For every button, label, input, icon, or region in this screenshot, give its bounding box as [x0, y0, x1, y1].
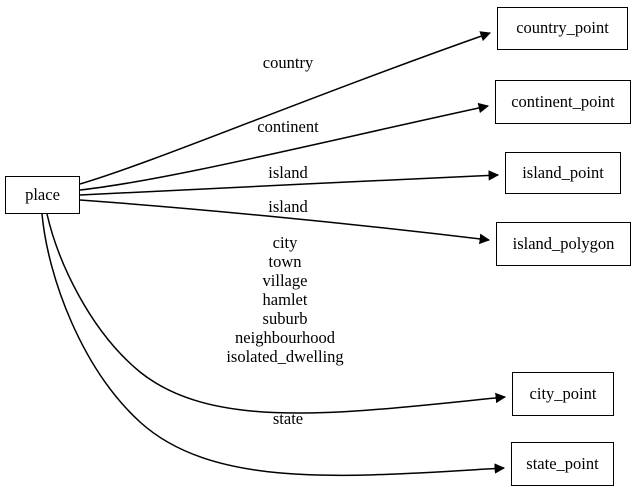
node-island-polygon-label: island_polygon — [512, 233, 615, 253]
edge-label-island-point: island — [268, 163, 308, 182]
edge-label-continent: continent — [257, 117, 319, 136]
node-state-point-label: state_point — [526, 453, 599, 473]
node-place[interactable]: place — [5, 176, 80, 214]
node-city-point[interactable]: city_point — [512, 372, 614, 416]
edge-label-city-types: city town village hamlet suburb neighbou… — [226, 233, 344, 366]
edge-place-island_polygon — [79, 199, 491, 245]
node-continent-point-label: continent_point — [511, 91, 615, 111]
edge-label-state: state — [272, 409, 304, 428]
node-city-point-label: city_point — [529, 383, 597, 403]
node-island-point[interactable]: island_point — [505, 152, 621, 194]
edge-label-island-polygon: island — [268, 197, 308, 216]
node-state-point[interactable]: state_point — [511, 442, 614, 486]
node-continent-point[interactable]: continent_point — [495, 80, 631, 124]
node-island-polygon[interactable]: island_polygon — [496, 222, 631, 266]
node-country-point[interactable]: country_point — [497, 7, 628, 50]
node-place-label: place — [25, 184, 60, 204]
edge-label-country: country — [262, 53, 314, 72]
edge-place-state_point — [41, 213, 506, 477]
node-country-point-label: country_point — [516, 18, 609, 38]
edge-place-city_point — [46, 213, 507, 414]
edge-place-island_point — [79, 170, 500, 196]
edge-place-country_point — [79, 31, 491, 185]
node-island-point-label: island_point — [522, 162, 604, 182]
edge-place-continent_point — [79, 102, 490, 191]
